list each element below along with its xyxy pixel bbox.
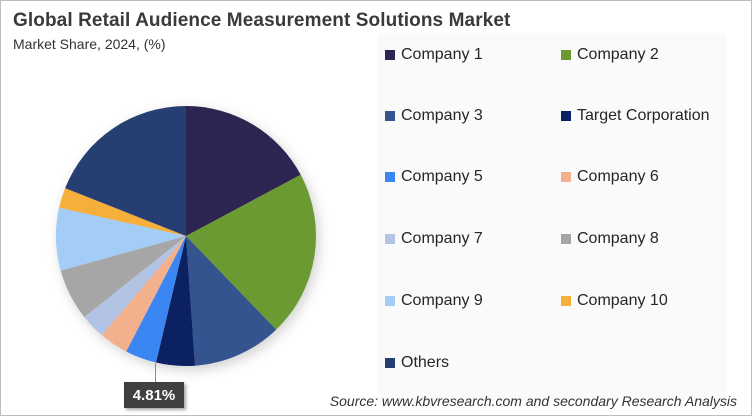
legend-item-company-2: Company 2 (561, 46, 659, 64)
pie-slice-company-2 (186, 174, 316, 330)
pie-slice-company-1 (186, 106, 301, 236)
pie-slice-company-5 (126, 236, 186, 363)
legend-label: Company 10 (577, 292, 668, 309)
pie-slice-target-corporation (156, 236, 196, 367)
legend-swatch (561, 172, 571, 182)
target-corporation-data-label: 4.81% (124, 382, 184, 408)
legend-label: Company 8 (577, 230, 659, 247)
legend-item-company-1: Company 1 (385, 46, 483, 64)
legend-swatch (385, 296, 395, 306)
legend-label: Company 3 (401, 107, 483, 124)
legend-swatch (385, 358, 395, 368)
legend-label: Company 5 (401, 168, 483, 185)
chart-title: Global Retail Audience Measurement Solut… (13, 10, 511, 31)
pie-slice-company-3 (186, 236, 277, 366)
legend-label: Target Corporation (577, 107, 710, 124)
legend-label: Company 6 (577, 168, 659, 185)
legend-swatch (561, 50, 571, 60)
legend-item-company-6: Company 6 (561, 168, 659, 186)
pie-slice-company-9 (55, 207, 186, 271)
legend-item-others: Others (385, 354, 449, 372)
pie-slice-company-7 (84, 236, 186, 336)
data-label-leader-line (155, 363, 156, 383)
legend-item-target-corporation: Target Corporation (561, 107, 710, 125)
legend-swatch (385, 234, 395, 244)
legend-item-company-5: Company 5 (385, 168, 483, 186)
legend-item-company-3: Company 3 (385, 107, 483, 125)
legend-label: Company 1 (401, 46, 483, 63)
legend-label: Others (401, 354, 450, 371)
pie-slice-company-6 (101, 236, 186, 352)
legend-swatch (561, 296, 571, 306)
legend-swatch (561, 111, 571, 121)
legend-label: Company 9 (401, 292, 483, 309)
pie-slice-others (65, 105, 186, 236)
legend-label: Company 2 (577, 46, 659, 63)
legend-swatch (385, 50, 395, 60)
pie-slice-company-10 (59, 188, 186, 236)
pie-slice-company-8 (60, 236, 186, 317)
chart-subtitle: Market Share, 2024, (%) (13, 36, 166, 52)
legend-item-company-8: Company 8 (561, 230, 659, 248)
legend-swatch (561, 234, 571, 244)
pie-chart (46, 96, 326, 376)
legend-swatch (385, 111, 395, 121)
pie-svg (55, 105, 316, 367)
source-note: Source: www.kbvresearch.com and secondar… (329, 393, 737, 409)
legend-label: Company 7 (401, 230, 483, 247)
legend: Company 1 Company 2 Company 3 Target Cor… (377, 33, 727, 401)
legend-item-company-7: Company 7 (385, 230, 483, 248)
legend-item-company-9: Company 9 (385, 292, 483, 310)
legend-item-company-10: Company 10 (561, 292, 668, 310)
legend-swatch (385, 172, 395, 182)
